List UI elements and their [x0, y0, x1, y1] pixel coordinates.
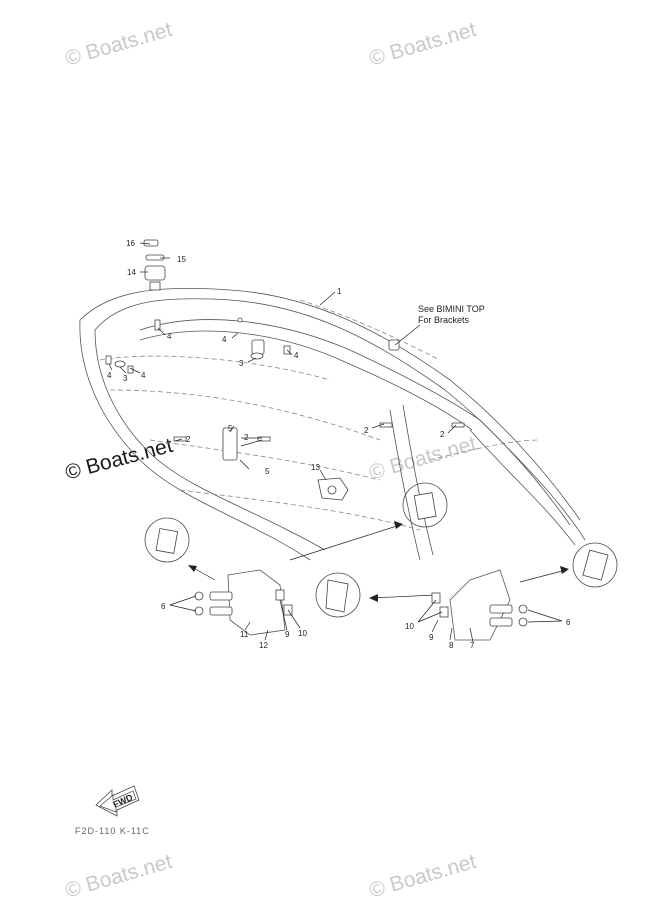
part-label-14: 14: [127, 268, 136, 277]
part-label-2c: 2: [440, 430, 445, 439]
part-label-4e: 4: [141, 371, 146, 380]
part-label-2d: 2: [186, 435, 191, 444]
part-label-3a: 3: [239, 359, 244, 368]
part-label-10b: 10: [405, 622, 414, 631]
part-label-16: 16: [126, 239, 135, 248]
left-base-assembly: [194, 569, 293, 636]
part-label-4a: 4: [167, 332, 172, 341]
part-label-10a: 10: [298, 629, 307, 638]
part-label-3b: 3: [123, 374, 128, 383]
detail-circles: [144, 482, 618, 618]
part-label-12: 12: [259, 641, 268, 650]
part-label-11: 11: [240, 630, 249, 639]
part-label-4b: 4: [222, 335, 227, 344]
part-13-clamp: [317, 477, 349, 501]
part-label-7: 7: [470, 641, 475, 650]
right-base-assembly: [431, 569, 528, 641]
part-label-15: 15: [177, 255, 186, 264]
part-label-2b: 2: [364, 426, 369, 435]
callout-bimini-line2: For Brackets: [418, 315, 470, 325]
part-label-1: 1: [337, 287, 342, 296]
part-label-2a: 2: [244, 433, 249, 442]
top-hardware-stack: [143, 239, 166, 291]
callout-bimini-line1: See BIMINI TOP: [418, 304, 485, 314]
part-label-8: 8: [449, 641, 454, 650]
fwd-arrow-symbol: FWD: [95, 785, 140, 817]
part-label-6a: 6: [161, 602, 166, 611]
part-label-9a: 9: [285, 630, 290, 639]
part-label-9b: 9: [429, 633, 434, 642]
arrows: [188, 521, 569, 602]
small-hardware: [105, 317, 465, 461]
diagram-code: F2D-110 K-11C: [75, 826, 150, 836]
leader-lines: [108, 242, 563, 643]
tower-frame: [79, 287, 586, 561]
part-label-4c: 4: [294, 351, 299, 360]
part-label-6b: 6: [566, 618, 571, 627]
part-label-5a: 5: [228, 424, 233, 433]
part-label-13: 13: [311, 463, 320, 472]
part-number-labels: 16 15 14 1 4 4 4 3 4 3 4 5 2 5 2 2 2 13 …: [107, 239, 571, 650]
part-label-5b: 5: [265, 467, 270, 476]
bimini-callout: See BIMINI TOP For Brackets: [418, 304, 485, 325]
part-label-4d: 4: [107, 371, 112, 380]
